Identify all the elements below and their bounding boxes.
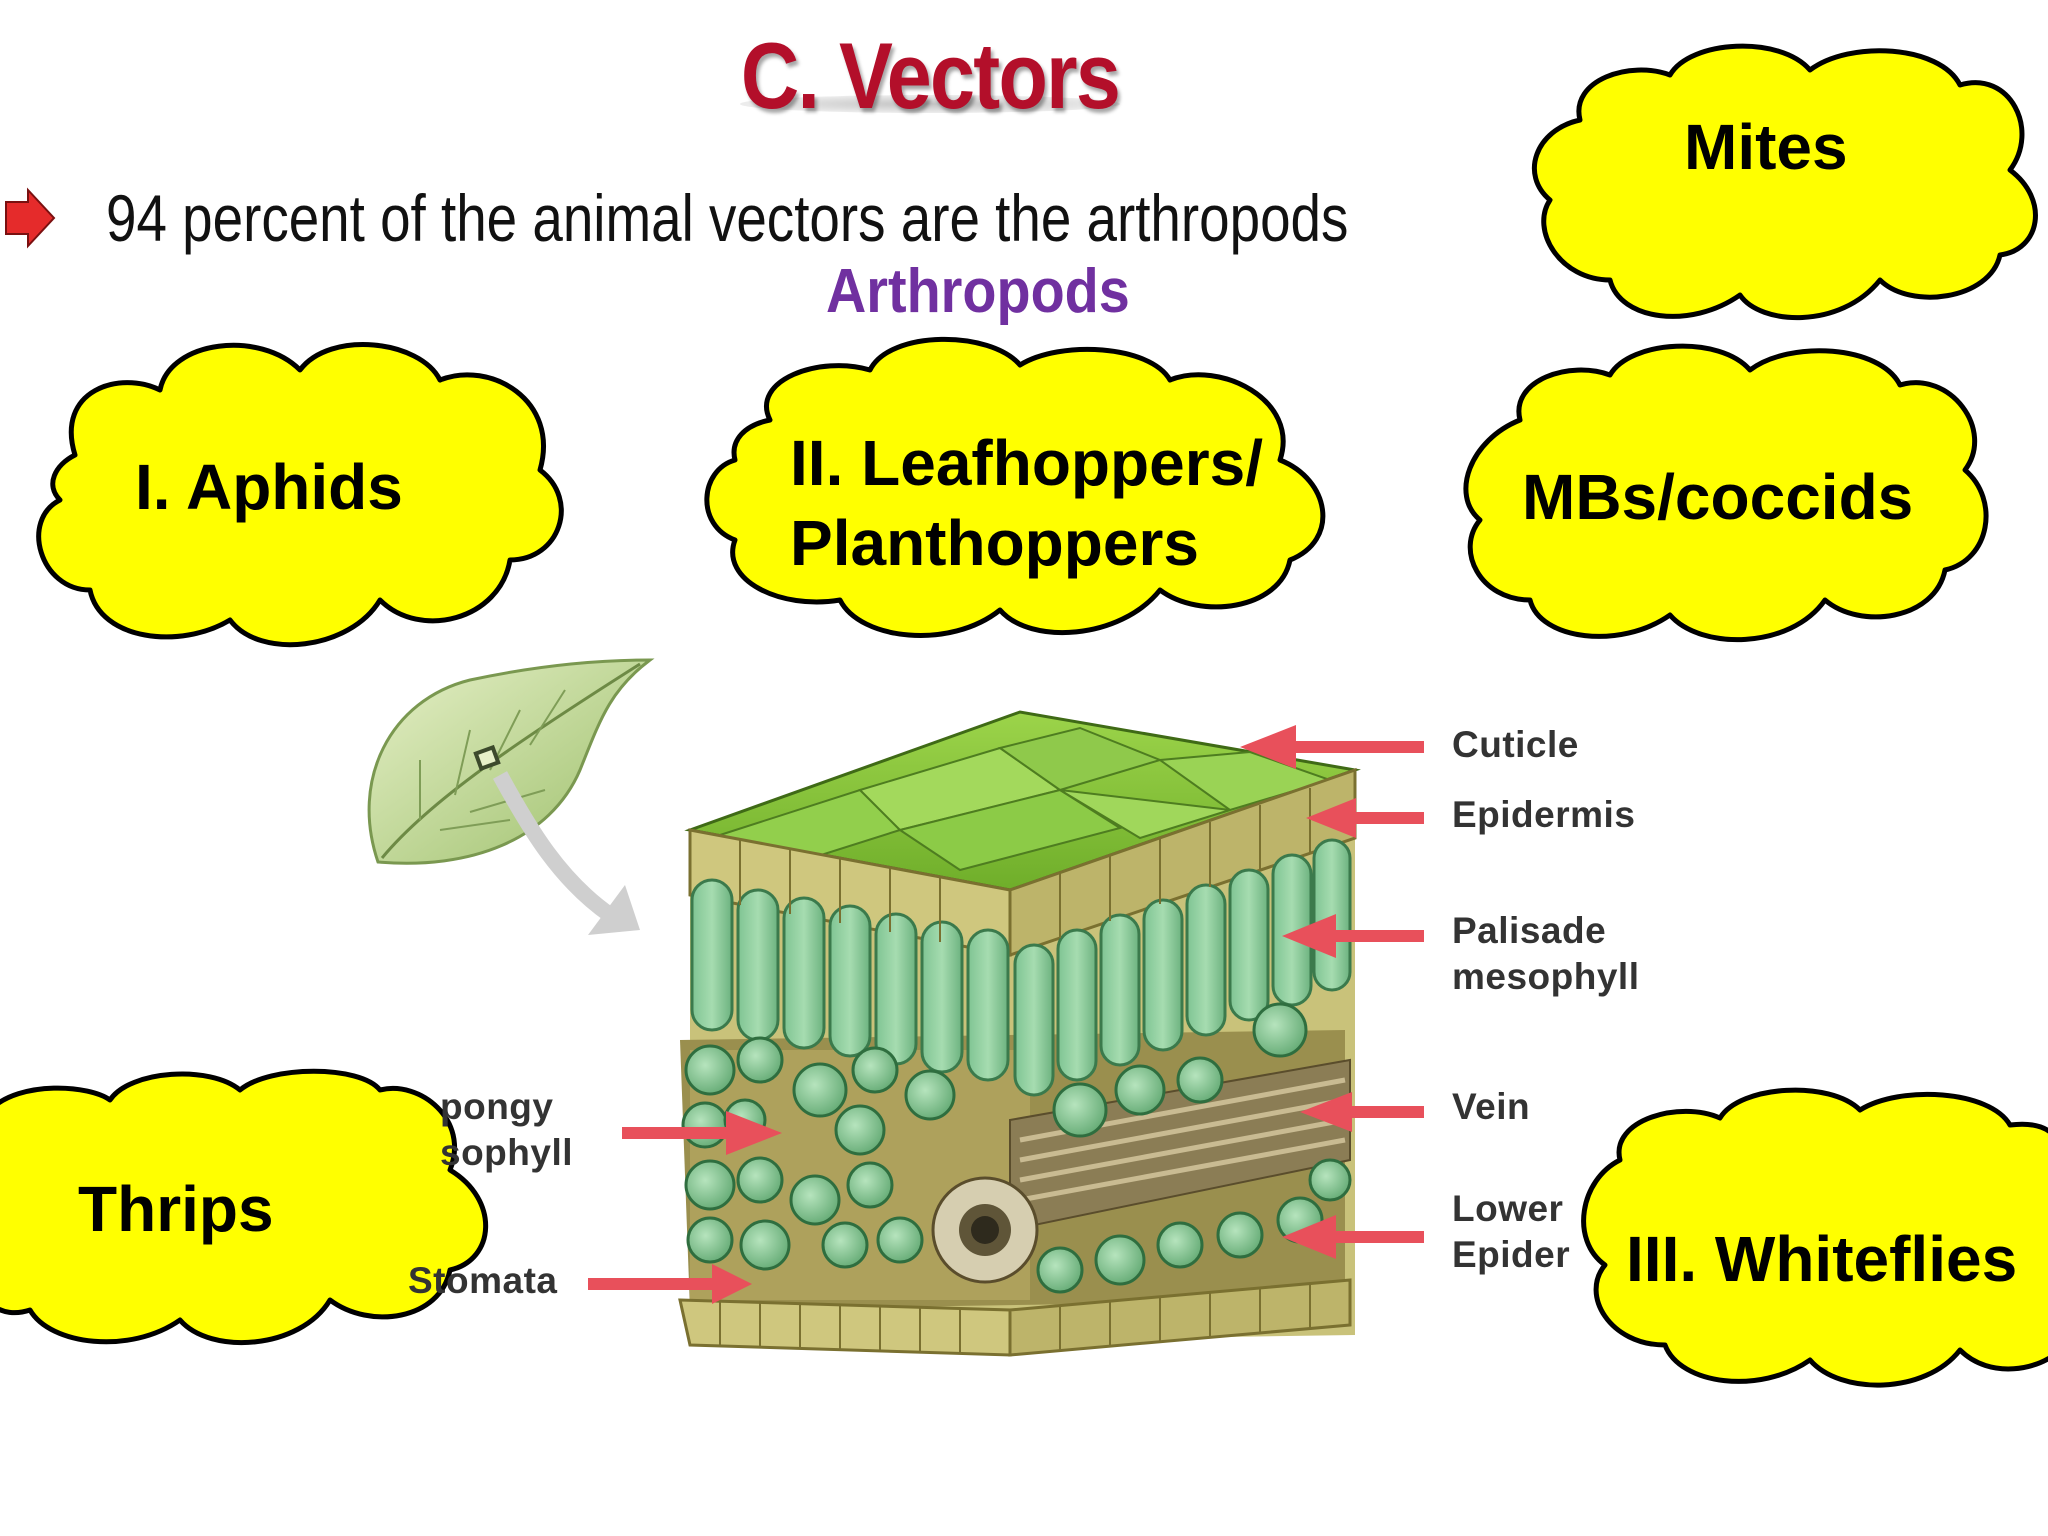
label-thrips: Thrips — [78, 1173, 274, 1245]
label-epider: Epider — [1452, 1234, 1571, 1275]
label-spongy: pongy — [440, 1086, 554, 1127]
label-leafhoppers: II. Leafhoppers/ — [790, 427, 1263, 499]
bullet-text: 94 percent of the animal vectors are the… — [106, 181, 1349, 255]
label-lower: Lower — [1452, 1188, 1564, 1229]
label-mesophyll: mesophyll — [1452, 956, 1640, 997]
label-stomata: Stomata — [408, 1260, 558, 1301]
cloud-thrips — [0, 1068, 489, 1346]
label-aphids: I. Aphids — [135, 451, 403, 523]
cloud-leafhoppers-planthoppers — [704, 336, 1326, 638]
label-epidermis: Epidermis — [1452, 794, 1636, 835]
cloud-mbs-coccids — [1463, 343, 1989, 643]
leaf-cross-section-diagram — [367, 658, 1424, 1357]
red-arrow-icon — [5, 187, 56, 249]
cloud-whiteflies — [1581, 1087, 2048, 1388]
title-shadow — [740, 95, 1120, 113]
cloud-aphids — [36, 342, 564, 648]
label-vein: Vein — [1452, 1086, 1531, 1127]
label-palisade: Palisade — [1452, 910, 1607, 951]
label-cuticle: Cuticle — [1452, 724, 1579, 765]
label-mites: Mites — [1684, 111, 1848, 183]
subtitle-arthropods: Arthropods — [826, 257, 1130, 326]
label-sophyll: sophyll — [440, 1132, 574, 1173]
cloud-mites — [1531, 43, 2038, 320]
label-arrows — [588, 725, 1424, 1304]
label-planthoppers: Planthoppers — [790, 507, 1199, 579]
label-whiteflies: III. Whiteflies — [1626, 1223, 2018, 1295]
leaf-icon — [367, 658, 655, 865]
page-title: C. Vectors — [740, 23, 1121, 128]
label-mbs-coccids: MBs/coccids — [1522, 461, 1914, 533]
